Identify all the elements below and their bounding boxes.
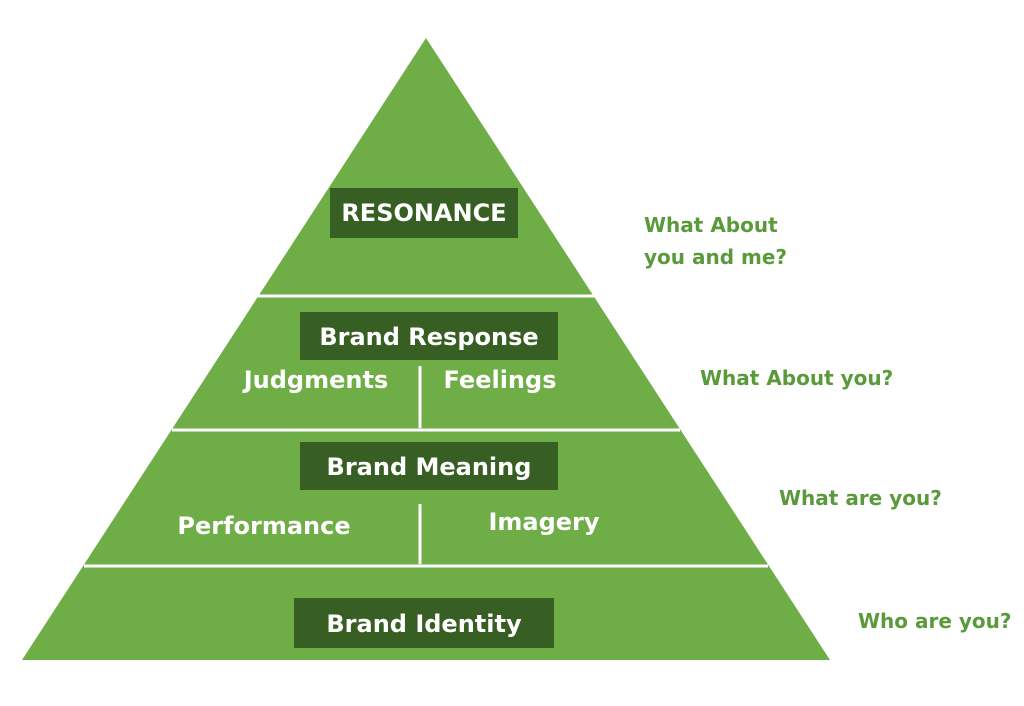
question-resonance-line-2: you and me?: [644, 245, 787, 269]
question-response: What About you?: [700, 366, 893, 390]
judgments-label: Judgments: [242, 366, 389, 394]
feelings-label: Feelings: [444, 366, 557, 394]
imagery-label: Imagery: [488, 508, 599, 536]
performance-label: Performance: [177, 512, 350, 540]
question-identity: Who are you?: [858, 609, 1012, 633]
brand-meaning-label-box: [300, 442, 558, 490]
resonance-label-box: [330, 188, 518, 238]
resonance-label: RESONANCE: [341, 199, 506, 227]
question-resonance-line-1: What About: [644, 213, 778, 237]
brand-meaning-label: Brand Meaning: [327, 453, 532, 481]
question-meaning: What are you?: [779, 486, 942, 510]
brand-response-label: Brand Response: [319, 323, 538, 351]
brand-identity-label: Brand Identity: [326, 610, 522, 638]
brand-identity-label-box: [294, 598, 554, 648]
brand-response-label-box: [300, 312, 558, 360]
